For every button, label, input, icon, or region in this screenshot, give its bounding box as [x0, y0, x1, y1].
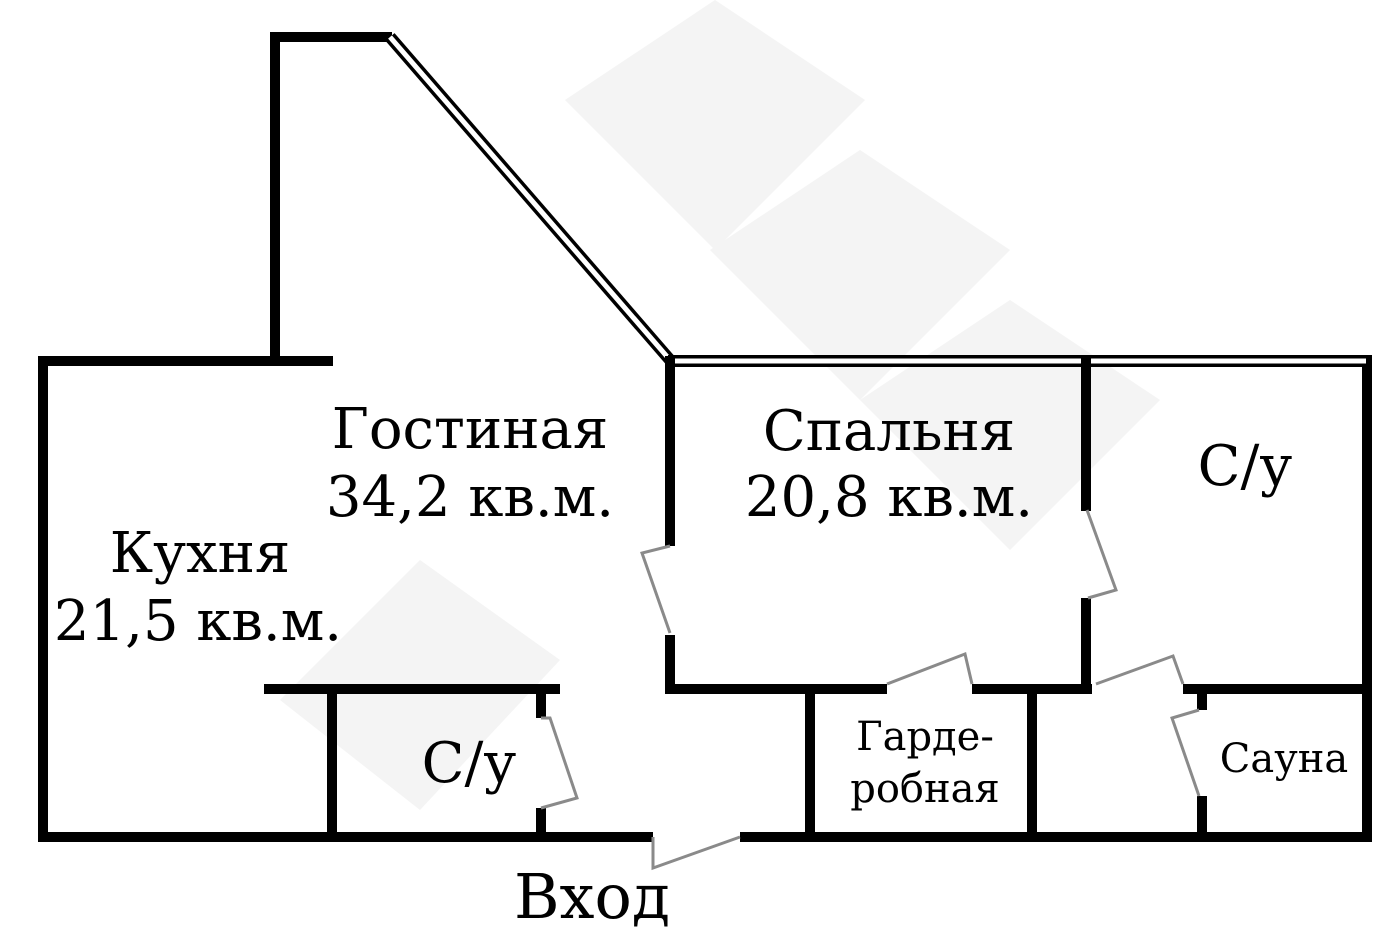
sauna-door [1170, 708, 1201, 797]
kitchen-area: 21,5 кв.м. [54, 589, 342, 654]
entrance-door [651, 835, 741, 871]
bathroom-large-name: С/у [1198, 434, 1293, 499]
bathroom-small-name: С/у [422, 731, 517, 796]
hallway-door [1095, 654, 1185, 686]
room-labels: Гостиная 34,2 кв.м. Спальня 20,8 кв.м. К… [54, 397, 1348, 933]
bathroom-door [1085, 509, 1118, 600]
wardrobe-door [886, 651, 974, 686]
doors [540, 509, 1201, 871]
sauna-name: Сауна [1220, 736, 1349, 782]
diagonal-window [385, 33, 675, 364]
entrance-label: Вход [514, 860, 670, 933]
wardrobe-name-line2: робная [850, 766, 1000, 812]
interior-walls [264, 356, 1372, 842]
living-room-area: 34,2 кв.м. [326, 465, 614, 530]
living-room-name: Гостиная [332, 397, 609, 462]
bedroom-door [640, 544, 672, 634]
small-wc-door [540, 716, 579, 810]
kitchen-name: Кухня [110, 521, 291, 586]
bedroom-name: Спальня [763, 399, 1015, 464]
bedroom-area: 20,8 кв.м. [745, 465, 1033, 530]
outer-walls [38, 32, 1372, 842]
wardrobe-name-line1: Гарде- [856, 714, 994, 760]
